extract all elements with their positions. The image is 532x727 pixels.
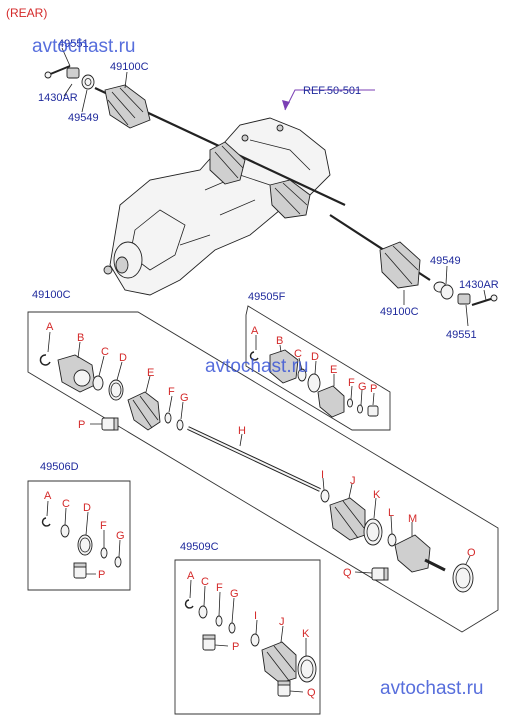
ref-label: REF.50-501 bbox=[303, 85, 361, 97]
diagram-title: (REAR) bbox=[6, 6, 47, 20]
main-letter-b: B bbox=[77, 332, 84, 344]
kit-f-leaders bbox=[255, 335, 375, 406]
top-right-shaft-label: 49100C bbox=[380, 306, 419, 318]
kit-c-letter-c: C bbox=[201, 576, 209, 588]
kit-c-leaders bbox=[189, 579, 307, 693]
top-right-bolt-label: 1430AR bbox=[459, 279, 499, 291]
top-right-drive-shaft bbox=[329, 214, 447, 293]
top-right-washer-label: 49549 bbox=[430, 255, 461, 267]
kit-f-group-code: 49505F bbox=[248, 291, 286, 303]
kit-c-parts bbox=[184, 599, 317, 697]
main-letter-c: C bbox=[101, 346, 109, 358]
top-left-drive-shaft bbox=[94, 84, 346, 219]
main-letter-o: O bbox=[467, 547, 476, 559]
main-letter-k: K bbox=[373, 489, 381, 501]
kit-f-letter-f: F bbox=[348, 377, 355, 389]
top-left-washer-label: 49549 bbox=[68, 112, 99, 124]
top-left-shaft-label: 49100C bbox=[110, 61, 149, 73]
top-left-bolt-label: 1430AR bbox=[38, 92, 78, 104]
main-letter-i: I bbox=[321, 469, 324, 481]
kit-c-box bbox=[174, 559, 321, 715]
kit-c-letter-p: P bbox=[232, 641, 239, 653]
main-letter-m: M bbox=[408, 513, 417, 525]
main-letters: A B C D E F G P H I J K L M O Q bbox=[46, 321, 476, 579]
rear-differential-housing bbox=[103, 117, 331, 296]
kit-c-letters: A C F G I J K P Q bbox=[187, 570, 316, 699]
kit-c-group-code: 49509C bbox=[180, 541, 219, 553]
kit-d-letter-a: A bbox=[44, 490, 52, 502]
main-letter-f: F bbox=[168, 386, 175, 398]
kit-f-box bbox=[245, 305, 391, 431]
top-right-nut-label: 49551 bbox=[446, 329, 477, 341]
kit-f-letter-b: B bbox=[276, 335, 283, 347]
main-letter-q: Q bbox=[343, 567, 352, 579]
main-letter-a: A bbox=[46, 321, 54, 333]
watermark-bottom: avtochast.ru bbox=[380, 678, 484, 699]
main-letter-p: P bbox=[78, 419, 85, 431]
kit-d-letter-d: D bbox=[83, 502, 91, 514]
main-letter-d: D bbox=[119, 352, 127, 364]
kit-f-letter-a: A bbox=[251, 325, 259, 337]
kit-f-letter-p: P bbox=[370, 383, 377, 395]
kit-d-letter-g: G bbox=[116, 530, 125, 542]
kit-d-letter-p: P bbox=[98, 569, 105, 581]
main-assembly-box bbox=[27, 311, 499, 633]
main-group-code: 49100C bbox=[32, 289, 71, 301]
kit-c-letter-f: F bbox=[216, 582, 223, 594]
main-letter-h: H bbox=[238, 425, 246, 437]
main-letter-l: L bbox=[388, 507, 394, 519]
kit-f-parts bbox=[249, 349, 379, 418]
main-letter-e: E bbox=[147, 367, 154, 379]
kit-c-letter-j: J bbox=[279, 616, 285, 628]
kit-c-letter-g: G bbox=[230, 588, 239, 600]
kit-d-parts bbox=[41, 517, 122, 579]
main-letter-j: J bbox=[350, 475, 356, 487]
main-leaders bbox=[47, 331, 471, 574]
top-left-nut-label: 49551 bbox=[58, 38, 89, 50]
top-right-hardware bbox=[440, 284, 498, 306]
top-leader-lines bbox=[61, 47, 487, 327]
watermark-top: avtochast.ru bbox=[32, 36, 136, 57]
kit-f-letter-d: D bbox=[311, 351, 319, 363]
kit-c-letter-a: A bbox=[187, 570, 195, 582]
kit-d-group-code: 49506D bbox=[40, 461, 79, 473]
kit-d-box bbox=[27, 480, 131, 591]
kit-c-letter-k: K bbox=[302, 628, 310, 640]
kit-f-letter-g: G bbox=[358, 381, 367, 393]
kit-c-letter-q: Q bbox=[307, 687, 316, 699]
kit-f-letter-e: E bbox=[330, 364, 337, 376]
kit-c-letter-i: I bbox=[254, 610, 257, 622]
kit-d-letter-f: F bbox=[100, 520, 107, 532]
kit-d-letter-c: C bbox=[62, 498, 70, 510]
kit-d-leaders bbox=[46, 500, 121, 575]
kit-d-letters: A C D F G P bbox=[44, 490, 125, 581]
kit-f-letter-c: C bbox=[294, 348, 302, 360]
main-letter-g: G bbox=[180, 392, 189, 404]
main-parts bbox=[39, 354, 474, 593]
top-left-hardware bbox=[44, 65, 95, 90]
kit-f-letters: A B C D E F G P bbox=[251, 325, 377, 395]
watermark-middle: avtochast.ru bbox=[205, 356, 309, 377]
ref-callout bbox=[282, 89, 375, 111]
